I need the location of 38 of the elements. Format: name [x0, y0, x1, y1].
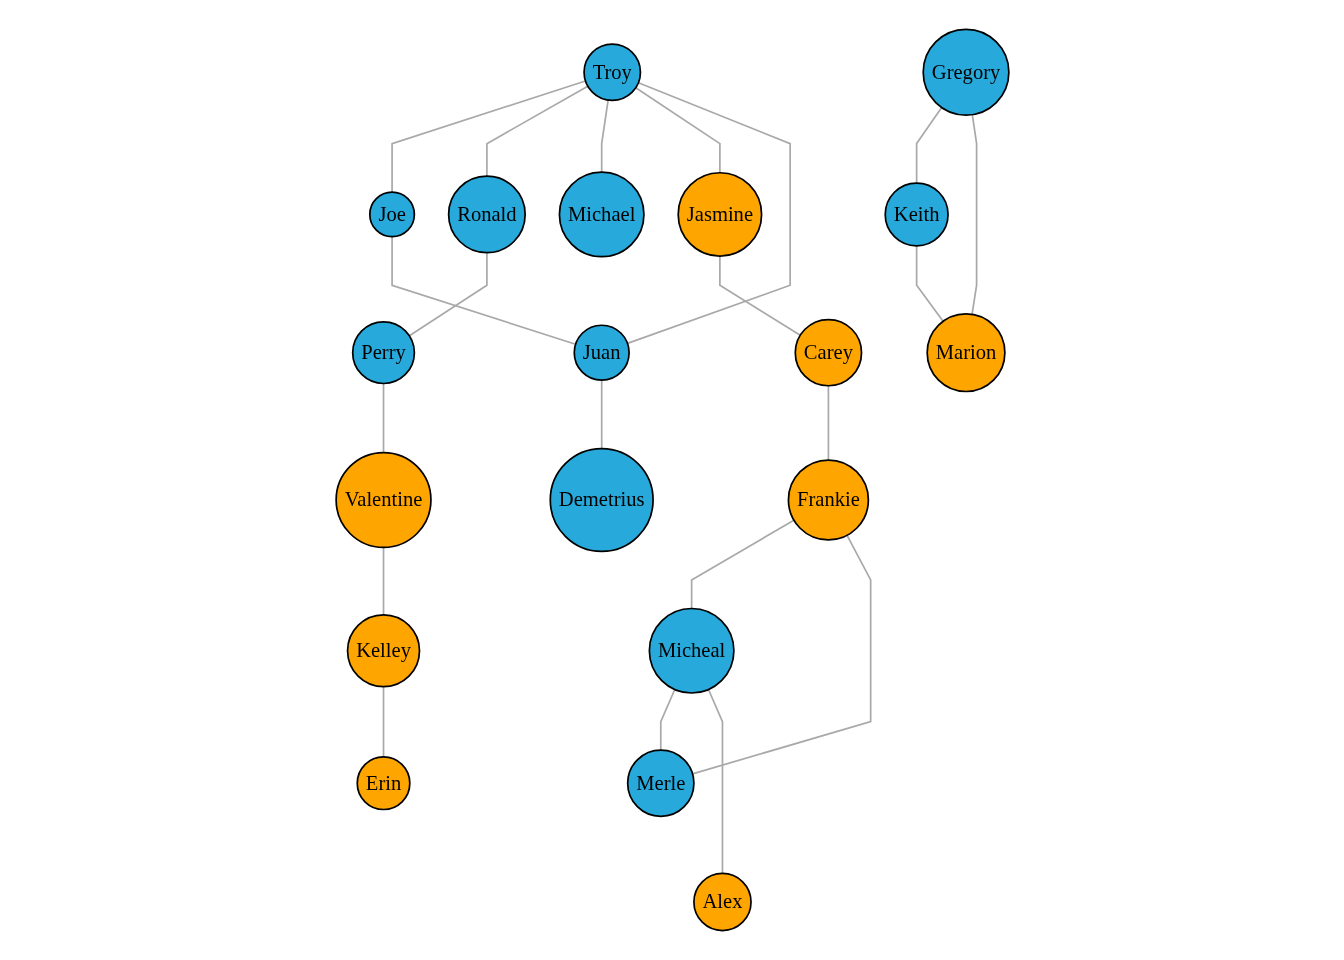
connector [408, 251, 488, 337]
node-circle: Micheal [648, 607, 735, 694]
connector [390, 80, 586, 194]
connector [827, 384, 829, 461]
node-circle: Demetrius [548, 447, 654, 553]
node-circle: Frankie [787, 459, 869, 541]
node-circle: Perry [351, 320, 415, 385]
node-circle: Alex [692, 872, 752, 932]
connector [626, 81, 791, 345]
node-circle: Merle [626, 749, 695, 818]
connector [600, 379, 603, 450]
node-circle: Jasmine [676, 171, 762, 257]
connector [600, 99, 609, 174]
connector [659, 688, 676, 751]
connector [382, 382, 384, 454]
node-circle: Keith [883, 182, 949, 247]
node-circle: Gregory [921, 28, 1010, 116]
node-circle: Carey [793, 318, 862, 387]
connector [970, 113, 977, 316]
node-circle: Marion [925, 312, 1006, 393]
node-circle: Juan [572, 324, 630, 381]
node-circle: Joe [368, 191, 415, 238]
connector [390, 235, 576, 346]
connector [718, 255, 801, 337]
node-circle: Troy [582, 43, 641, 102]
connector [915, 106, 943, 184]
connector [707, 688, 723, 875]
connector [485, 85, 589, 178]
node-circle: Valentine [334, 451, 432, 549]
connector [690, 519, 795, 610]
node-circle: Ronald [447, 175, 526, 254]
connector [382, 685, 384, 758]
node-circle: Kelley [346, 613, 420, 688]
node-circle: Erin [355, 756, 411, 811]
connector [915, 245, 944, 323]
connector [382, 546, 384, 616]
node-circle: Michael [558, 171, 645, 258]
connector [691, 534, 871, 775]
